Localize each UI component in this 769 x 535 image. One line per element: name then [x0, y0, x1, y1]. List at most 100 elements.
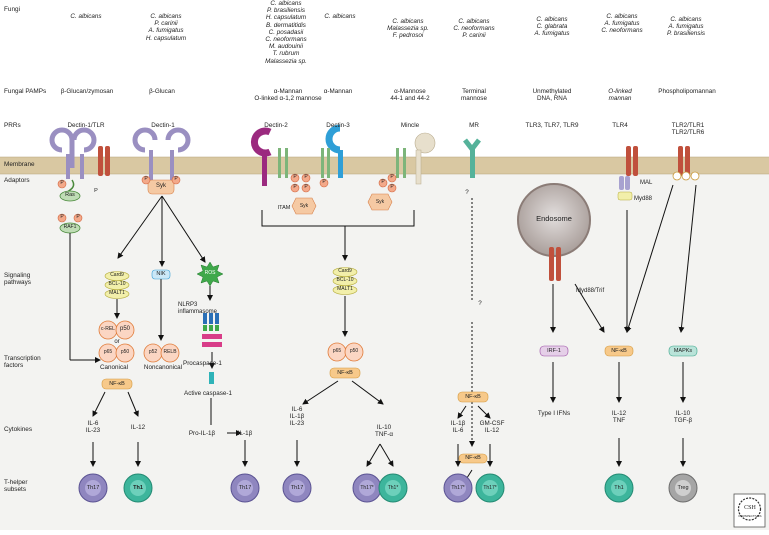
malt1-label-2: MALT1 — [337, 286, 353, 292]
prr-col6: MR — [469, 122, 479, 129]
p-d2a: P — [293, 174, 297, 180]
mr-cytokine-arrows — [455, 405, 493, 467]
p52-relb-dimer — [143, 343, 180, 363]
myd88trif-label: Myd88/Trif — [576, 288, 605, 294]
row-label-pamps: Fungal PAMPs — [4, 88, 47, 95]
logo-text-1: CSH — [744, 505, 756, 511]
irf1-box — [539, 345, 569, 357]
p65-label-2: p65 — [332, 348, 342, 354]
phospho-syk-1a — [141, 175, 151, 185]
p-label-ras: P — [94, 188, 98, 194]
cyto-c3: Pro-IL-1β — [188, 430, 216, 437]
row-label-cytokines: Cytokines — [4, 426, 33, 433]
nfkb-label-5: NF-κB — [465, 394, 481, 400]
th-label-9: Th1 — [614, 485, 624, 491]
active-caspase-shape — [209, 372, 214, 384]
th-label-7: Th17* — [451, 485, 465, 491]
p65-label-1: p65 — [103, 349, 113, 355]
prr-col4: Dectin-3 — [326, 122, 350, 129]
nfkb-label-2: NF-κB — [337, 370, 353, 376]
raf1-label: RAF1 — [63, 224, 77, 230]
phospho-p3 — [73, 213, 83, 223]
p-m1: P — [390, 174, 394, 180]
nfkb-box-2 — [329, 367, 361, 379]
p50-label-2: p50 — [120, 349, 130, 355]
nfkb-label-3: NF-κB — [465, 455, 481, 461]
membrane-band — [0, 157, 769, 174]
dectin2-adaptor — [290, 173, 317, 215]
th-label-8: Th17* — [483, 485, 497, 491]
crel-p50-dimer — [98, 320, 135, 363]
th-label-4: Th17 — [290, 485, 304, 491]
p65-p50-dimer-2 — [327, 342, 364, 362]
th-label-3: Th17 — [238, 485, 252, 491]
cytokine-arrows-1 — [90, 391, 248, 467]
syk-box-1 — [147, 179, 175, 195]
itam-label: ITAM — [277, 205, 291, 211]
prr-col3: Dectin-2 — [264, 122, 288, 129]
prr-col2: Dectin-1 — [151, 122, 175, 129]
endosome-tlr — [549, 247, 561, 281]
cyto-c9: Type I IFNs — [537, 410, 571, 417]
mal-label: MAL — [640, 180, 653, 186]
th-label-1: Th17 — [86, 485, 100, 491]
p50-label-3: p50 — [349, 348, 359, 354]
mr-question-2: ? — [478, 300, 482, 307]
membrane-lipids — [0, 156, 769, 175]
nfkb-box-3-shape — [458, 453, 488, 464]
noncanonical-label: Noncanonical — [143, 364, 183, 371]
phospho-syk-1b — [171, 175, 181, 185]
or-label: or — [114, 339, 120, 345]
cyto-c4: IL-1β — [237, 430, 253, 437]
csh-perspectives-logo — [733, 493, 766, 528]
phospho-p2 — [57, 213, 67, 223]
dectin2-receptor — [250, 127, 288, 186]
fungi-col1: C. albicans — [70, 13, 102, 20]
prr-col8: TLR4 — [612, 122, 628, 129]
p-m2: P — [390, 184, 394, 190]
p-m3: P — [381, 179, 385, 185]
row-label-membrane: Membrane — [4, 161, 35, 168]
card9-complex-2 — [332, 267, 358, 295]
mapks-box — [668, 345, 698, 357]
th-label-6: Th1* — [387, 485, 399, 491]
p-d2c: P — [293, 184, 297, 190]
syk-label-3: Syk — [375, 199, 385, 205]
syk-label-1: Syk — [155, 183, 167, 189]
mr-receptor — [463, 138, 481, 178]
p52-label: p52 — [148, 349, 158, 355]
nfkb-box-5 — [457, 391, 489, 403]
active-caspase-label: Active caspase-1 — [184, 390, 232, 397]
procaspase-label: Procaspase-1 — [183, 360, 222, 367]
th-label-2: Th1 — [133, 485, 143, 491]
tlr2-receptor — [672, 146, 700, 181]
p-d2b: P — [304, 174, 308, 180]
th-label-10: Treg — [677, 485, 689, 491]
cytokine-arrows-2 — [294, 380, 394, 467]
irf1-label: IRF-1 — [547, 348, 561, 354]
phospho-p1 — [57, 179, 67, 189]
ras-label: Ras — [65, 192, 75, 198]
p-syk-1a-label: P — [144, 176, 148, 182]
nfkb-label-1: NF-κB — [109, 381, 125, 387]
th-cells — [78, 473, 698, 503]
fungi-col4: C. albicans — [324, 13, 356, 20]
p-d3: P — [322, 179, 326, 185]
